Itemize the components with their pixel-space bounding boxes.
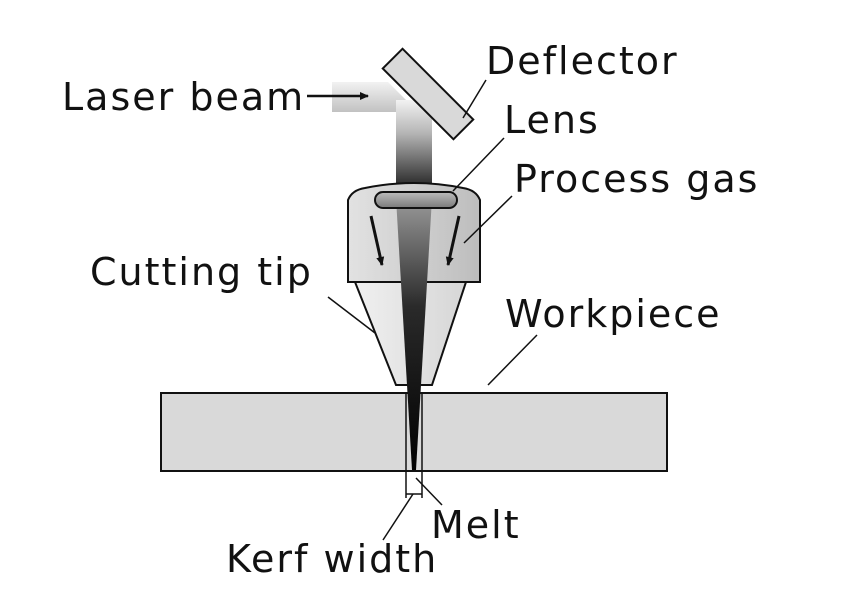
deflector-leader <box>462 79 487 119</box>
laser-beam-vertical <box>396 100 432 195</box>
process-gas-arrow-left <box>369 215 385 266</box>
label-deflector: Deflector <box>486 39 679 83</box>
process-gas-arrow-right <box>445 215 461 266</box>
lens <box>374 191 458 209</box>
focused-beam <box>396 198 432 470</box>
label-process-gas: Process gas <box>514 157 759 201</box>
kerf-width-leader <box>382 493 414 541</box>
label-kerf-width: Kerf width <box>226 537 438 581</box>
label-lens: Lens <box>504 98 600 142</box>
deflector-mirror <box>381 47 475 141</box>
label-laser-beam: Laser beam <box>62 75 305 119</box>
label-melt: Melt <box>431 503 521 547</box>
melt-leader <box>415 477 443 506</box>
lens-leader <box>452 137 505 192</box>
process-gas-leader <box>463 195 513 244</box>
workpiece-leader <box>487 334 538 386</box>
cutting-tip-leader <box>327 296 376 334</box>
label-cutting-tip: Cutting tip <box>90 250 313 294</box>
label-workpiece: Workpiece <box>505 292 722 336</box>
